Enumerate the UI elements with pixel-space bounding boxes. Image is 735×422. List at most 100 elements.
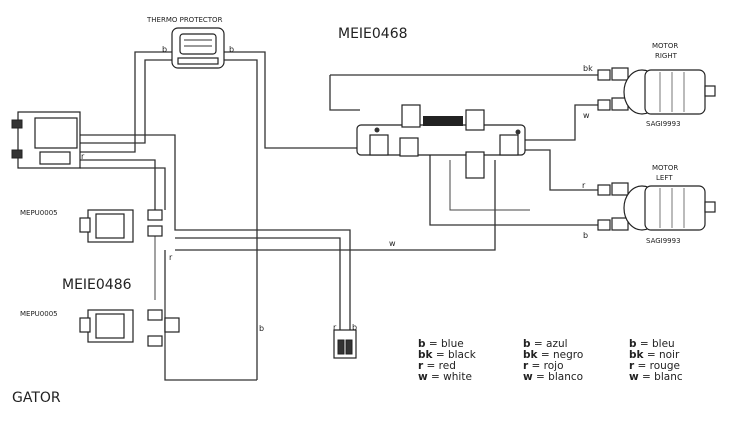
switch-top-terminal [147, 225, 163, 237]
legend-row: w = blanco [523, 371, 583, 383]
thermo-protector-label: THERMO PROTECTOR [146, 16, 223, 24]
switch-top-rocker [95, 213, 125, 239]
wire-tag: b [229, 45, 234, 54]
wire-tag: b [259, 324, 264, 333]
motor-left-plug-top [597, 184, 611, 196]
connector-bottom-middle [399, 137, 419, 157]
switch-bottom [79, 309, 180, 347]
wire-loop-top [329, 75, 360, 111]
wire-white-main [175, 160, 496, 251]
wire-tag: b [162, 45, 167, 54]
wire-pedal-to-plug [80, 134, 351, 330]
wire-motor-left-b [429, 150, 600, 226]
foot-pedal-tab [11, 119, 23, 129]
legend-row: r = rojo [523, 360, 564, 372]
motor-left-part-label: SAGI9993 [646, 237, 681, 245]
wire-motor-right-w [520, 104, 600, 141]
mount-hole-icon [515, 129, 521, 135]
legend-row: w = blanc [629, 371, 683, 383]
switch-top [79, 209, 163, 243]
motor-right-label-2: RIGHT [655, 52, 678, 60]
motor-right-plug-top [597, 69, 611, 81]
wire-tag: w [389, 239, 396, 248]
legend-french: b = bleu bk = noir r = rouge w = blanc [629, 338, 683, 383]
legend-row: bk = negro [523, 349, 583, 361]
foot-pedal-cover [34, 117, 78, 149]
plug-pin [337, 339, 345, 355]
switch-bottom-rocker [95, 313, 125, 339]
wire-tag: r [81, 152, 85, 161]
legend-row: w = white [418, 371, 472, 383]
motor-left-label-1: MOTOR [652, 164, 678, 172]
plug-body [333, 329, 357, 359]
switch-bottom-joint [164, 317, 180, 333]
switch-bottom-terminal [147, 309, 163, 321]
thermo-protector-base [177, 57, 219, 65]
wire-tag: r [582, 181, 586, 190]
connector-top-right [465, 109, 485, 131]
connector-top-left [401, 104, 421, 128]
model-label: GATOR [12, 390, 61, 406]
switch-top-code-label: MEPU0005 [20, 209, 58, 217]
control-box-logo [423, 116, 463, 126]
motor-right-part-label: SAGI9993 [646, 120, 681, 128]
legend-row: b = azul [523, 338, 568, 350]
switch-top-lever [79, 217, 91, 233]
legend-row: r = rouge [629, 360, 680, 372]
wire-thermo-right [220, 51, 360, 149]
motor-left-can [644, 185, 706, 231]
legend-row: bk = noir [629, 349, 680, 361]
wire-tag: bk [583, 64, 593, 73]
switch-top-terminal [147, 209, 163, 221]
wire-pedal-down-2 [80, 167, 166, 210]
wire-tag: b [352, 323, 357, 332]
wire-inner-loop [449, 160, 530, 211]
motor-right-terminal [611, 67, 629, 81]
foot-pedal-tab [11, 149, 23, 159]
motor-right-can [644, 69, 706, 115]
legend-spanish: b = azul bk = negro r = rojo w = blanco [523, 338, 583, 383]
wire-tag: w [583, 111, 590, 120]
legend-row: b = bleu [629, 338, 675, 350]
legend-row: bk = black [418, 349, 477, 361]
foot-pedal-base [39, 151, 71, 165]
wire-thermo-left-inner [80, 59, 180, 144]
plug-connector [333, 329, 357, 359]
motor-left-terminal [611, 217, 629, 231]
motor-right-shaft [704, 85, 716, 97]
main-code-label: MEIE0468 [338, 26, 408, 42]
motor-left [597, 182, 716, 231]
connector-bottom-right [499, 134, 519, 156]
wire-motor-left-r [520, 149, 600, 191]
connector-lower [465, 151, 485, 179]
motor-left-terminal [611, 182, 629, 196]
plug-pin [345, 339, 353, 355]
motor-right [597, 67, 716, 115]
motor-right-label-1: MOTOR [652, 42, 678, 50]
legend-row: b = blue [418, 338, 464, 350]
wire-bottom-loop [164, 250, 257, 381]
legend-english: b = blue bk = black r = red w = white [418, 338, 477, 383]
wire-harness [80, 51, 600, 381]
wire-tag: r [333, 323, 337, 332]
switch-bottom-code-label: MEPU0005 [20, 310, 58, 318]
thermo-protector [171, 27, 225, 69]
wire-thermo-left-outer [80, 51, 175, 153]
wire-pedal-down [80, 159, 156, 215]
foot-pedal [11, 111, 81, 169]
mount-hole-icon [374, 127, 380, 133]
sub-code-label: MEIE0486 [62, 277, 132, 293]
motor-left-shaft [704, 201, 716, 213]
wire-plug-2 [175, 237, 341, 330]
wire-thermo-right-down [215, 59, 258, 380]
switch-bottom-terminal [147, 335, 163, 347]
control-box [356, 104, 526, 179]
wire-tag: r [169, 253, 173, 262]
motor-left-label-2: LEFT [656, 174, 673, 182]
legend: b = blue bk = black r = red w = white b … [418, 338, 683, 383]
thermo-protector-window [179, 33, 217, 55]
switch-bottom-lever [79, 317, 91, 333]
motor-right-plug-bottom [597, 99, 611, 111]
legend-row: r = red [418, 360, 456, 372]
